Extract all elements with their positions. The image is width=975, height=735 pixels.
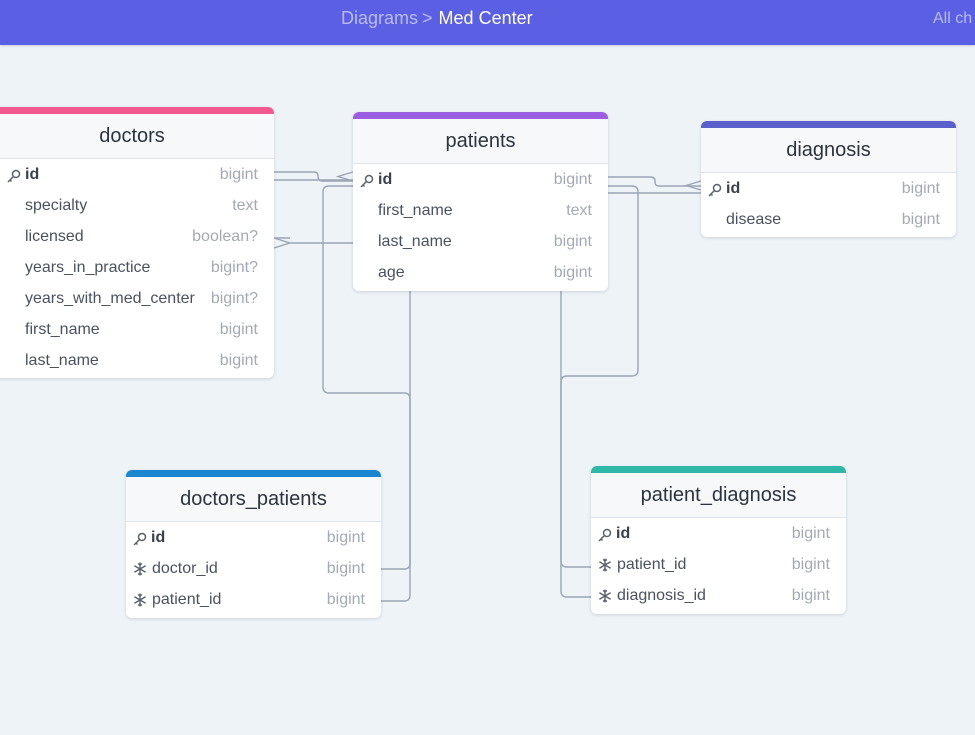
column-type: bigint <box>553 233 592 250</box>
column-name: id <box>726 180 741 197</box>
column-type: bigint <box>901 180 940 197</box>
column-row[interactable]: licensed boolean? <box>0 221 274 252</box>
link-doctors-licensed-patients <box>273 237 353 249</box>
top-right-status: All ch <box>933 10 973 27</box>
table-title[interactable]: patients <box>353 119 608 164</box>
link-patients-pd-patient <box>560 291 591 568</box>
column-type: bigint <box>553 264 592 281</box>
snowflake-icon <box>599 558 611 572</box>
column-type: bigint <box>791 525 830 542</box>
column-row[interactable]: id bigint <box>591 518 846 549</box>
column-name: id <box>151 529 166 546</box>
breadcrumb-current: Med Center <box>438 8 533 28</box>
table-color-bar <box>353 112 608 119</box>
column-row[interactable]: last_name bigint <box>353 226 608 257</box>
column-name: years_with_med_center <box>25 290 195 307</box>
key-icon <box>708 183 722 197</box>
column-type: bigint <box>791 587 830 604</box>
column-name: id <box>616 525 631 542</box>
column-row[interactable]: first_name bigint <box>0 314 274 345</box>
column-type: text <box>232 197 258 214</box>
column-row[interactable]: years_with_med_center bigint? <box>0 283 274 314</box>
column-row[interactable]: id bigint <box>701 173 956 204</box>
column-row[interactable]: years_in_practice bigint? <box>0 252 274 283</box>
top-bar: Diagrams>Med Center All ch <box>0 0 975 45</box>
key-icon <box>360 174 374 188</box>
column-row[interactable]: id bigint <box>0 159 274 190</box>
table-doctors[interactable]: doctors id bigint specialty text licensed… <box>0 107 274 378</box>
table-diagnosis[interactable]: diagnosis id bigint disease bigint <box>701 121 956 237</box>
column-type: bigint <box>219 321 258 338</box>
column-type: bigint? <box>210 290 258 307</box>
table-color-bar <box>591 466 846 473</box>
snowflake-icon <box>134 593 146 607</box>
column-row[interactable]: id bigint <box>353 164 608 195</box>
column-name: doctor_id <box>152 560 218 577</box>
column-name: disease <box>726 211 782 228</box>
table-color-bar <box>701 121 956 128</box>
column-name: last_name <box>25 352 99 369</box>
table-doctors-patients[interactable]: doctors_patients id bigint doctor_id big… <box>126 470 381 618</box>
breadcrumb-separator: > <box>422 8 433 28</box>
crowsfoot-patients-id <box>335 171 354 182</box>
column-row[interactable]: doctor_id bigint <box>126 553 381 584</box>
table-color-bar <box>126 470 381 477</box>
breadcrumb: Diagrams>Med Center <box>341 8 533 29</box>
table-patient-diagnosis[interactable]: patient_diagnosis id bigint patient_id b… <box>591 466 846 614</box>
table-title[interactable]: diagnosis <box>701 128 956 173</box>
key-icon <box>598 528 612 542</box>
column-name: years_in_practice <box>25 259 151 276</box>
column-name: first_name <box>25 321 100 338</box>
key-icon <box>133 532 147 546</box>
link-patients-diagnosis <box>608 176 701 187</box>
column-name: first_name <box>378 202 453 219</box>
column-type: bigint <box>219 352 258 369</box>
column-name: patient_id <box>617 556 687 573</box>
column-row[interactable]: id bigint <box>126 522 381 553</box>
column-name: patient_id <box>152 591 222 608</box>
column-name: age <box>378 264 405 281</box>
column-row[interactable]: specialty text <box>0 190 274 221</box>
column-name: last_name <box>378 233 452 250</box>
column-type: bigint <box>326 560 365 577</box>
table-title[interactable]: doctors_patients <box>126 477 381 522</box>
column-type: bigint? <box>210 259 258 276</box>
link-doctors-id-patients-id <box>274 171 353 182</box>
table-title[interactable]: doctors <box>0 114 274 159</box>
column-row[interactable]: patient_id bigint <box>591 549 846 580</box>
column-row[interactable]: diagnosis_id bigint <box>591 580 846 611</box>
column-row[interactable]: first_name text <box>353 195 608 226</box>
column-row[interactable]: age bigint <box>353 257 608 288</box>
column-name: specialty <box>25 197 88 214</box>
snowflake-icon <box>599 589 611 603</box>
column-name: licensed <box>25 228 84 245</box>
column-name: id <box>378 171 393 188</box>
column-row[interactable]: patient_id bigint <box>126 584 381 615</box>
column-type: text <box>566 202 592 219</box>
column-type: bigint <box>901 211 940 228</box>
column-row[interactable]: last_name bigint <box>0 345 274 376</box>
column-name: diagnosis_id <box>617 587 706 604</box>
column-type: bigint <box>326 529 365 546</box>
link-diagnosis-pd-diagnosis <box>560 185 639 598</box>
column-type: bigint <box>553 171 592 188</box>
snowflake-icon <box>134 562 146 576</box>
table-patients[interactable]: patients id bigint first_name text last_n… <box>353 112 608 291</box>
link-patients-dp-patient <box>381 291 411 602</box>
column-type: boolean? <box>192 228 258 245</box>
column-row[interactable]: disease bigint <box>701 204 956 235</box>
breadcrumb-root-link[interactable]: Diagrams <box>341 8 419 28</box>
column-type: bigint <box>791 556 830 573</box>
crowsfoot-diagnosis-id <box>683 180 702 191</box>
table-title[interactable]: patient_diagnosis <box>591 473 846 518</box>
column-type: bigint <box>219 166 258 183</box>
key-icon <box>7 169 21 183</box>
table-color-bar <box>0 107 274 114</box>
column-type: bigint <box>326 591 365 608</box>
column-name: id <box>25 166 40 183</box>
